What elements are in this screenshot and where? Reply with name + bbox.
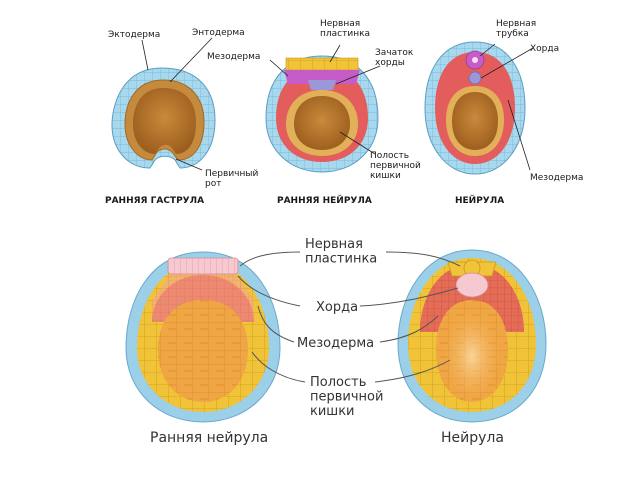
leader-chorda-bottom-left <box>237 275 301 307</box>
caption-neurula-top: НЕЙРУЛА <box>455 194 504 206</box>
label-mesoderm-right: Мезодерма <box>530 173 583 183</box>
leader-ectoderm <box>141 39 149 71</box>
leader-neural-plate-top <box>329 44 341 63</box>
caption-early-gastrula: РАННЯЯ ГАСТРУЛА <box>105 196 204 206</box>
leader-gut-cavity-top <box>339 131 376 155</box>
leader-mesoderm-right <box>507 99 531 171</box>
leader-neural-tube <box>479 43 496 57</box>
leader-chorda-top <box>480 47 534 79</box>
leader-gut-cavity-bottom-right <box>374 359 451 383</box>
leader-chorda-bottom-right <box>359 287 459 307</box>
leader-mesoderm-top <box>269 59 289 77</box>
caption-neurula-bottom: Нейрула <box>441 430 504 446</box>
label-chorda-bottom: Хорда <box>316 300 358 315</box>
leader-primary-mouth <box>175 158 203 171</box>
early-neurula-figure-top <box>265 55 379 173</box>
early-gastrula-figure <box>111 67 216 169</box>
label-endoderm: Энтодерма <box>192 28 245 38</box>
caption-early-neurula-bottom: Ранняя нейрула <box>150 430 268 446</box>
leader-mesoderm-bottom-left <box>257 305 295 343</box>
leader-gut-cavity-bottom-left <box>251 351 306 383</box>
leader-neural-plate-bottom-left <box>239 251 301 267</box>
caption-early-neurula-top: РАННЯЯ НЕЙРУЛА <box>277 194 372 206</box>
leader-neural-plate-bottom-right <box>385 251 461 267</box>
label-mesoderm-bottom: Мезодерма <box>297 336 374 351</box>
leader-mesoderm-bottom-right <box>379 315 439 343</box>
neurula-figure-top <box>424 41 526 175</box>
early-neurula-figure-bottom <box>125 251 281 423</box>
label-mesoderm-top: Мезодерма <box>207 52 260 62</box>
leader-endoderm <box>169 37 213 83</box>
neurula-figure-bottom <box>397 249 547 423</box>
leader-chorda-rudiment <box>335 65 381 85</box>
label-ectoderm: Эктодерма <box>108 30 160 40</box>
label-chorda-top: Хорда <box>530 44 559 54</box>
